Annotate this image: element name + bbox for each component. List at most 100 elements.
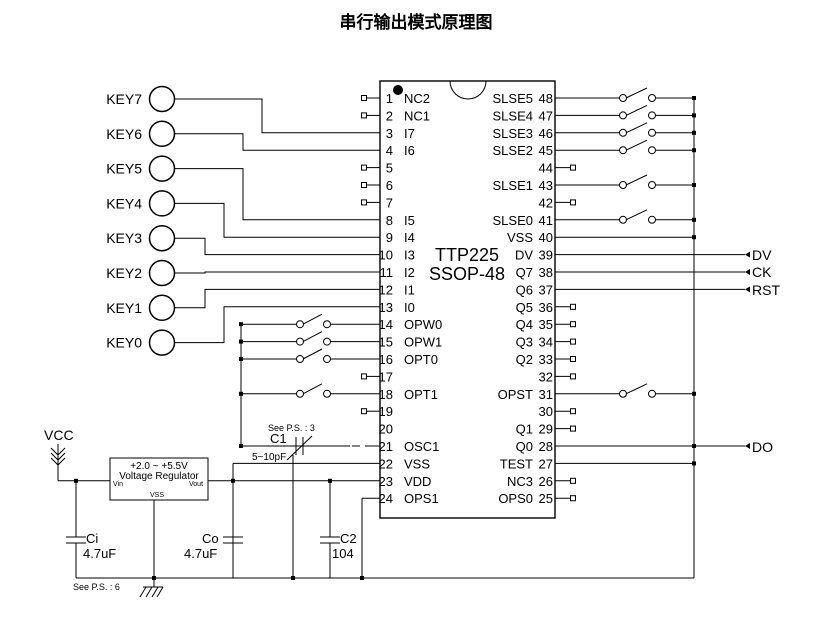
pin-label: NC1 xyxy=(404,108,430,123)
switch-lever xyxy=(625,122,648,134)
pin-number: 24 xyxy=(379,491,393,506)
pin-number: 38 xyxy=(539,265,553,280)
switch-contact xyxy=(619,94,627,102)
pin-label: Q4 xyxy=(516,317,533,332)
pin-number: 1 xyxy=(386,91,393,106)
switch xyxy=(296,383,331,398)
terminal xyxy=(570,356,576,362)
output-dv: DV xyxy=(752,247,772,263)
terminal xyxy=(361,373,367,380)
switch-contact xyxy=(323,337,331,346)
pin-label: SLSE4 xyxy=(493,108,533,123)
key-wire xyxy=(175,202,380,238)
pin-number: 14 xyxy=(379,317,393,332)
terminal xyxy=(570,477,576,484)
switch xyxy=(619,174,656,189)
switch-lever xyxy=(625,209,648,221)
junction xyxy=(692,235,696,240)
terminal xyxy=(361,95,367,101)
switch-lever xyxy=(302,383,323,395)
pin-number: 34 xyxy=(539,335,553,350)
pin-label: OPT0 xyxy=(404,352,438,367)
switch xyxy=(619,383,656,398)
switch xyxy=(619,87,656,102)
pin-label: Q5 xyxy=(516,300,533,315)
switch xyxy=(619,139,656,155)
pin-label: OPT1 xyxy=(404,387,438,402)
pin-number: 9 xyxy=(386,230,393,245)
pin-label: Q1 xyxy=(516,422,533,437)
pin-number: 17 xyxy=(379,369,393,384)
touch-key: KEY6 xyxy=(106,120,176,148)
switch-contact xyxy=(296,337,304,346)
key-label: KEY7 xyxy=(106,91,142,107)
touch-key: KEY5 xyxy=(106,155,176,182)
pin-number: 37 xyxy=(539,282,553,297)
vcc-label: VCC xyxy=(44,427,74,443)
key-label: KEY0 xyxy=(106,335,142,351)
touch-key: KEY3 xyxy=(106,224,176,252)
switch-contact xyxy=(323,355,331,363)
key-wire xyxy=(175,237,380,256)
regulator-vout: Vout xyxy=(189,481,203,488)
switch xyxy=(619,122,656,137)
pin-label: Q7 xyxy=(516,265,533,280)
pin-label: VSS xyxy=(404,456,430,471)
terminal xyxy=(570,495,576,502)
key-wire xyxy=(175,288,380,309)
switch-contact xyxy=(648,128,656,137)
pin-number: 12 xyxy=(379,282,393,297)
key-pad xyxy=(148,85,176,113)
pin-number: 41 xyxy=(539,213,553,228)
switch xyxy=(296,331,331,346)
pin-label: NC2 xyxy=(404,91,430,106)
switch-contact xyxy=(619,111,627,120)
pin-number: 47 xyxy=(539,108,553,123)
pin-number: 4 xyxy=(386,143,393,158)
pin-number: 6 xyxy=(386,178,393,193)
pin-number: 44 xyxy=(539,161,553,176)
key-pad xyxy=(148,155,176,182)
pin-number: 21 xyxy=(379,439,393,454)
wires xyxy=(57,95,750,587)
ci-name: Ci xyxy=(86,531,98,546)
regulator-vss: VSS xyxy=(150,492,164,499)
key-label: KEY2 xyxy=(106,265,142,281)
output-signals: DV CK RST DO xyxy=(752,247,780,455)
pin-label: VDD xyxy=(404,474,431,489)
output-ck: CK xyxy=(752,264,772,280)
key-wire xyxy=(175,271,380,274)
switch-lever xyxy=(625,139,648,151)
arrow xyxy=(745,443,750,449)
key-wire xyxy=(175,168,380,221)
switch-contact xyxy=(619,215,627,224)
pin-number: 10 xyxy=(379,248,393,263)
switch-contact xyxy=(648,94,656,102)
terminal xyxy=(570,303,576,310)
key-pad xyxy=(148,120,176,148)
pin-number: 27 xyxy=(539,456,553,471)
key-pad xyxy=(148,224,176,252)
pin-number: 3 xyxy=(386,126,393,141)
switch-contact xyxy=(648,389,656,398)
terminal xyxy=(570,338,576,345)
output-do: DO xyxy=(752,439,773,455)
pin-label: SLSE3 xyxy=(493,126,533,141)
switch-contact xyxy=(619,128,627,137)
key-pad xyxy=(148,294,176,322)
pin-label: Q0 xyxy=(516,439,533,454)
output-rst: RST xyxy=(752,282,780,298)
pin-number: 16 xyxy=(379,352,393,367)
pin-label: SLSE1 xyxy=(493,178,533,193)
switch xyxy=(296,313,331,329)
pin-label: OPW0 xyxy=(404,317,442,332)
switch-contact xyxy=(648,215,656,224)
arrow xyxy=(745,286,750,293)
switch-lever xyxy=(625,87,648,99)
switch-contact xyxy=(648,181,656,189)
pin-number: 26 xyxy=(539,474,553,489)
switch-lever xyxy=(302,313,323,325)
pin-number: 29 xyxy=(539,422,553,437)
